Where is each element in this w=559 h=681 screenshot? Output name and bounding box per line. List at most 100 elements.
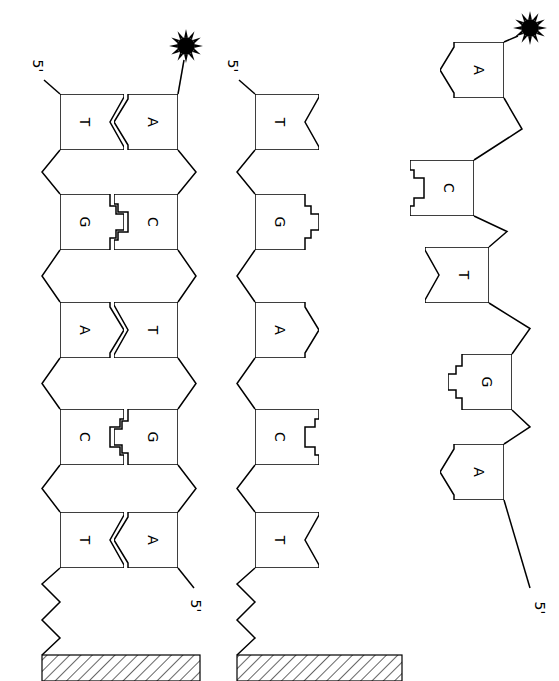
backbone-link <box>237 358 255 409</box>
nucleotide-block: A <box>114 94 178 150</box>
backbone-link <box>474 98 522 160</box>
light-ray <box>539 26 547 30</box>
nucleotide-shape <box>440 444 504 500</box>
nucleotide-body: T <box>255 94 305 150</box>
base-letter: C <box>442 183 456 193</box>
backbone-link <box>42 250 60 302</box>
base-letter: A <box>472 467 486 477</box>
strand-end <box>239 80 255 94</box>
base-letter: A <box>273 325 287 335</box>
base-letter: A <box>472 65 486 75</box>
nucleotide-block: G <box>114 409 178 465</box>
backbone-link <box>178 250 196 302</box>
light-ray <box>533 35 539 43</box>
strand-end-label: 5' <box>226 60 240 73</box>
base-letter: A <box>146 535 160 545</box>
strand-end <box>178 568 194 588</box>
light-ray <box>178 31 184 39</box>
light-ray <box>533 13 539 21</box>
nucleotide-block: A <box>440 42 504 98</box>
strand-end-label: 5' <box>533 602 547 615</box>
nucleotide-body: A <box>255 302 305 358</box>
nucleotide-body: G <box>255 194 305 250</box>
light-ray <box>522 35 528 43</box>
linker-zigzag <box>42 568 60 655</box>
nucleotide-shape <box>425 247 489 303</box>
strand-end <box>504 500 530 588</box>
base-letter: T <box>273 536 287 545</box>
light-ray <box>184 55 188 63</box>
light-ray <box>528 37 532 45</box>
light-ray <box>189 31 195 39</box>
nucleotide-shape <box>114 94 178 150</box>
light-ray <box>169 44 177 48</box>
nucleotide-shape <box>255 512 319 568</box>
light-ray <box>537 20 545 26</box>
backbone-link <box>504 410 530 444</box>
nucleotide-body: A <box>60 302 110 358</box>
base-letter: T <box>273 118 287 127</box>
strand-end <box>44 80 60 94</box>
strand-end-label: 5' <box>31 60 45 73</box>
base-letter: G <box>146 432 160 443</box>
nucleotide-block: T <box>425 247 489 303</box>
light-ray <box>528 11 532 19</box>
nucleotide-body: C <box>424 160 474 216</box>
backbone-link <box>42 465 60 512</box>
nucleotide-outline <box>255 409 319 465</box>
nucleotide-body: T <box>60 512 110 568</box>
strand-end-label: 5' <box>189 600 203 613</box>
light-ray <box>189 53 195 61</box>
base-letter: A <box>78 325 92 335</box>
nucleotide-body: G <box>60 194 110 250</box>
label-tether <box>504 36 518 42</box>
nucleotide-block: T <box>114 302 178 358</box>
light-ray <box>193 49 201 55</box>
backbone-link <box>42 358 60 409</box>
linker-zigzag <box>237 568 255 655</box>
nucleotide-body: G <box>462 354 512 410</box>
light-ray <box>195 44 203 48</box>
nucleotide-block: C <box>114 194 178 250</box>
nucleotide-body: C <box>60 409 110 465</box>
light-symbol <box>169 29 203 63</box>
surface-hatch <box>42 655 200 681</box>
nucleotide-block: T <box>255 512 319 568</box>
label-tether <box>178 60 184 94</box>
backbone-link <box>42 150 60 194</box>
light-ray <box>513 26 521 30</box>
base-letter: T <box>146 326 160 335</box>
nucleotide-shape <box>114 512 178 568</box>
backbone-link <box>474 216 507 247</box>
light-ray <box>171 38 179 44</box>
nucleotide-body: C <box>255 409 305 465</box>
base-letter: C <box>273 432 287 442</box>
nucleotide-block: A <box>114 512 178 568</box>
light-ray <box>515 31 523 37</box>
nucleotide-shape <box>255 302 319 358</box>
base-letter: G <box>480 377 494 388</box>
nucleotide-shape <box>60 302 124 358</box>
base-letter: T <box>457 271 471 280</box>
nucleotide-body: A <box>128 512 178 568</box>
nucleotide-shape <box>114 409 178 465</box>
backbone-link <box>237 465 255 512</box>
nucleotide-shape <box>114 302 178 358</box>
nucleotide-shape <box>448 354 512 410</box>
nucleotide-shape <box>114 194 178 250</box>
nucleotide-shape <box>255 409 319 465</box>
surface-hatch <box>237 655 402 681</box>
nucleotide-body: A <box>454 42 504 98</box>
light-core <box>521 19 539 37</box>
light-ray <box>193 38 201 44</box>
base-letter: A <box>146 117 160 127</box>
nucleotide-block: C <box>255 409 319 465</box>
base-letter: C <box>78 432 92 442</box>
nucleotide-shape <box>410 160 474 216</box>
nucleotide-shape <box>255 194 319 250</box>
base-letter: G <box>273 217 287 228</box>
base-letter: G <box>78 217 92 228</box>
light-ray <box>184 29 188 37</box>
backbone-link <box>489 303 530 354</box>
